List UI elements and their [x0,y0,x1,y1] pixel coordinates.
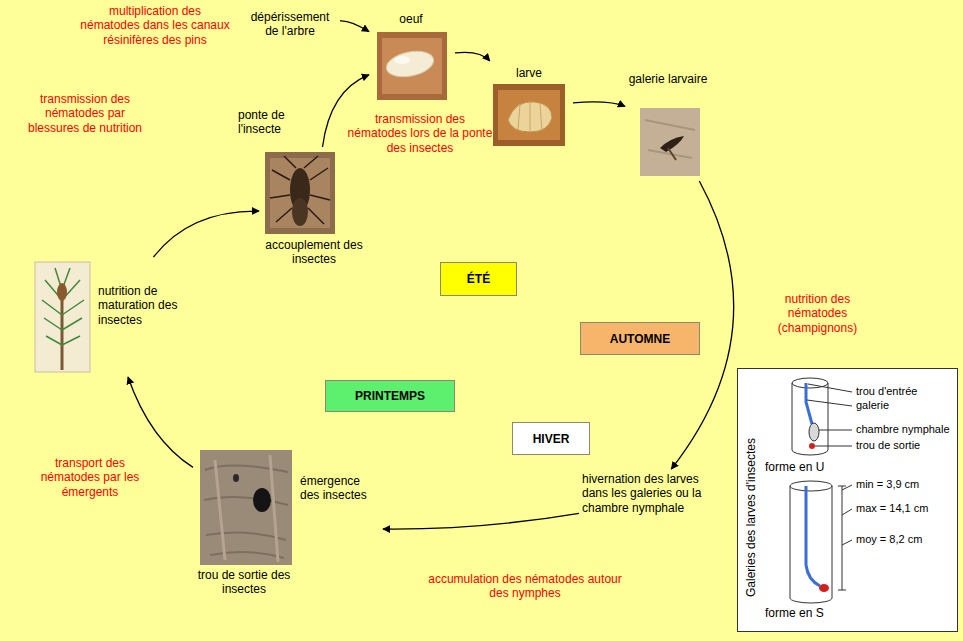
egg-photo [377,32,447,100]
stage-caption: oeuf [372,12,450,26]
part-label: trou de sortie [856,439,920,452]
process-note: accumulation des nématodes autour des ny… [425,572,625,601]
stage-caption: hivernation des larves dans les galeries… [582,472,707,515]
season-label: ÉTÉ [467,272,490,286]
part-label: trou d'entrée [856,385,917,398]
cycle-arrow [154,211,260,257]
stage-caption: larve [490,66,568,80]
stage-photo: accouplement des insectes [262,150,366,274]
inset-panel [737,368,958,632]
cycle-arrow [128,377,193,467]
season-box: PRINTEMPS [325,380,455,412]
season-label: AUTOMNE [610,332,670,346]
season-box: ÉTÉ [440,262,517,296]
mating-photo [265,152,335,234]
stage-caption: nutrition de maturation des insectes [98,284,180,327]
stage-caption: émergence des insectes [300,474,378,503]
cycle-arrow [455,52,490,61]
stage-caption: trou de sortie des insectes [196,568,292,597]
stage-photo: nutrition de maturation des insectes [32,260,182,374]
stage-photo: oeuf [372,12,452,104]
process-note: transmission des nématodes lors de la po… [345,112,495,155]
season-label: PRINTEMPS [355,389,425,403]
inset-title: Galeries des larves d'insectes [744,438,758,597]
process-note: multiplication des nématodes dans les ca… [80,4,230,47]
part-label: max = 14,1 cm [856,502,928,515]
edge-label: ponte de l'insecte [238,108,300,137]
stage-caption: hivernation des larves dans les galeries… [582,472,709,532]
cycle-arrow [340,21,369,32]
larva-photo [493,84,565,146]
inset-box: Galeries des larves d'insectes [737,368,958,632]
gallery-photo [640,108,700,176]
part-label: forme en S [765,606,824,620]
part-label: galerie [856,399,889,412]
process-note: transmission des nématodes par blessures… [20,92,150,135]
stage-photo: émergence des insectes trou de sortie des… [196,448,380,608]
part-label: moy = 8,2 cm [856,533,922,546]
season-box: HIVER [512,422,590,455]
season-box: AUTOMNE [580,322,700,355]
process-note: transport des nématodes par les émergent… [25,456,155,499]
cycle-arrow [383,513,579,529]
part-label: chambre nymphale [856,423,950,436]
stage-photo: larve [490,64,570,148]
exit-hole-photo [200,450,292,565]
pine-branch [35,262,90,372]
stage-caption: dépérissement de l'arbre [245,10,335,39]
cycle-arrow [573,102,625,106]
part-label: forme en U [765,460,824,474]
stage-caption: dépérissement de l'arbre [245,10,337,41]
stage-caption: accouplement des insectes [264,238,364,267]
process-note: nutrition des nématodes (champignons) [760,292,875,335]
part-label: min = 3,9 cm [856,478,919,491]
stage-caption: galerie larvaire [628,72,708,86]
season-label: HIVER [533,432,570,446]
stage-photo: galerie larvaire [628,72,710,178]
